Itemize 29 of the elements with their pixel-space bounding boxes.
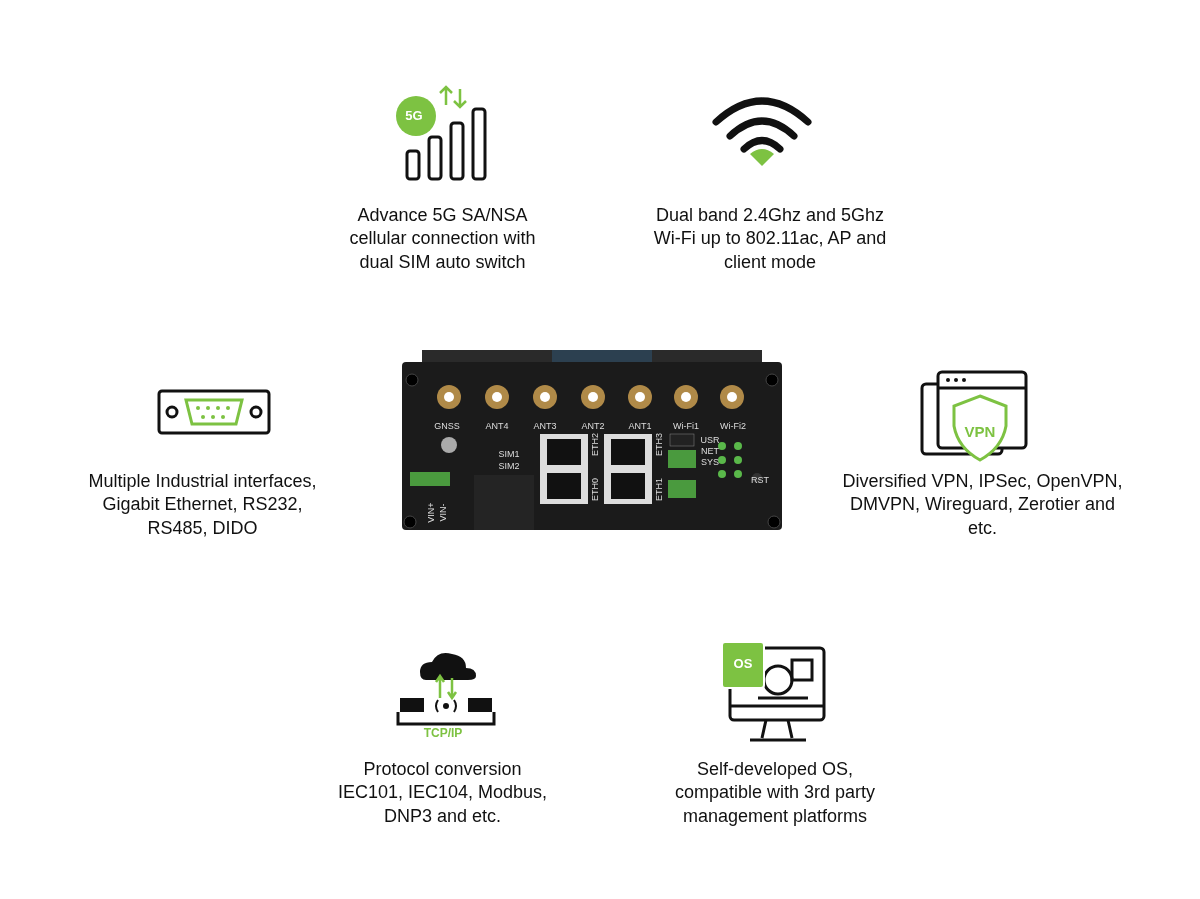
port-label: ANT4	[484, 422, 510, 431]
icon-text: TCP/IP	[422, 726, 464, 742]
port-label: SIM2	[497, 462, 521, 471]
port-label: Wi-Fi2	[719, 422, 747, 431]
port-label: VIN+	[426, 501, 436, 525]
port-label: SIM1	[497, 450, 521, 459]
feature-text: Advance 5G SA/NSA cellular connection with dual SIM auto switch	[348, 204, 537, 274]
port-label: ANT1	[627, 422, 653, 431]
port-label: ETH2	[590, 432, 600, 458]
port-label: NET	[700, 447, 720, 456]
feature-text: Multiple Industrial interfaces, Gigabit Ethernet, RS232, RS485, DIDO	[87, 470, 318, 540]
feature-text: Protocol conversion IEC101, IEC104, Modbus, DNP3 and etc.	[336, 758, 549, 828]
feature-text: Diversified VPN, IPSec, OpenVPN, DMVPN, Wireguard, Zerotier and etc.	[841, 470, 1124, 540]
port-label: ANT3	[532, 422, 558, 431]
port-label: SYS	[700, 458, 720, 467]
port-label: GNSS	[433, 422, 461, 431]
port-label: ANT2	[580, 422, 606, 431]
port-label: Wi-Fi1	[672, 422, 700, 431]
icon-text: VPN	[963, 422, 997, 442]
port-label: USR	[699, 436, 721, 445]
feature-text: Dual band 2.4Ghz and 5Ghz Wi-Fi up to 802.11ac, AP and client mode	[652, 204, 888, 274]
icon-text: OS	[732, 656, 754, 673]
port-label: RST	[750, 476, 770, 485]
feature-text: Self-developed OS, compatible with 3rd party management platforms	[673, 758, 877, 828]
port-label: ETH1	[654, 477, 664, 503]
port-label: ETH0	[590, 477, 600, 503]
icon-text: 5G	[404, 108, 424, 125]
port-label: ETH3	[654, 432, 664, 458]
port-label: VIN-	[438, 502, 448, 524]
